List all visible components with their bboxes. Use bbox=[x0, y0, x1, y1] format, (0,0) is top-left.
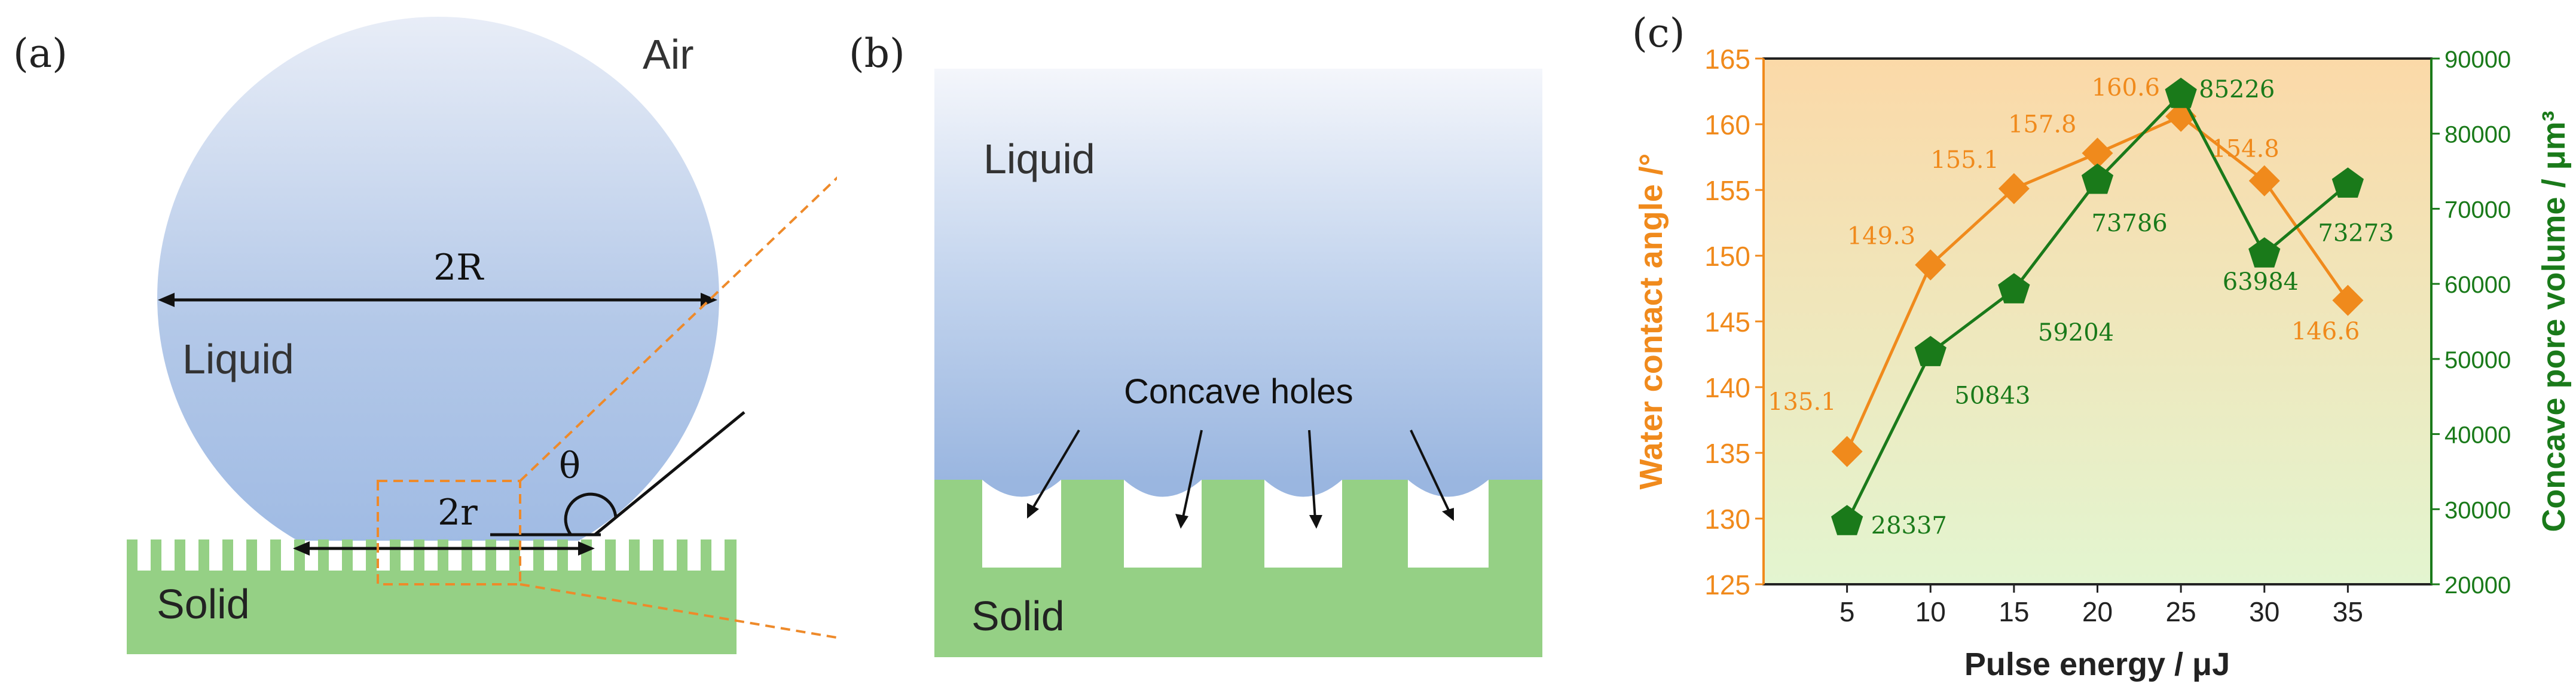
data-label-right: 63984 bbox=[2223, 268, 2299, 296]
y-axis-right-label: Concave pore volume / μm³ bbox=[2536, 111, 2572, 532]
x-tick-label: 30 bbox=[2249, 596, 2279, 627]
angle-arc bbox=[564, 492, 618, 536]
y-right-tick-label: 40000 bbox=[2444, 422, 2511, 449]
solid-label-a: Solid bbox=[157, 581, 250, 627]
y-right-tick-label: 60000 bbox=[2444, 272, 2511, 298]
data-point-pentagon bbox=[1914, 336, 1946, 366]
liquid-label-b: Liquid bbox=[983, 136, 1095, 182]
tangent-line bbox=[594, 411, 745, 536]
x-tick-label: 25 bbox=[2166, 596, 2196, 627]
hole-arrows bbox=[1027, 429, 1454, 529]
panel-b: (b) Liquid Solid Concave holes bbox=[837, 0, 1584, 699]
menisci bbox=[982, 480, 1489, 497]
data-point-diamond bbox=[1831, 436, 1863, 467]
y-right-tick-label: 90000 bbox=[2444, 47, 2511, 73]
y-right-tick-label: 30000 bbox=[2444, 497, 2511, 523]
x-tick-label: 20 bbox=[2082, 596, 2113, 627]
y-left-tick-label: 145 bbox=[1704, 306, 1750, 338]
data-label-left: 157.8 bbox=[2008, 111, 2077, 138]
liquid-region bbox=[934, 69, 1542, 480]
data-point-pentagon bbox=[2331, 167, 2364, 198]
data-label-right: 85226 bbox=[2199, 76, 2275, 103]
x-tick-label: 10 bbox=[1915, 596, 1946, 627]
data-label-left: 135.1 bbox=[1768, 388, 1836, 416]
data-point-pentagon bbox=[2081, 163, 2114, 194]
data-label-right: 50843 bbox=[1954, 382, 2030, 409]
data-point-diamond bbox=[2248, 165, 2280, 197]
y-left-tick-label: 155 bbox=[1704, 175, 1750, 206]
panel-a-diagram: (a) Air Solid Liquid bbox=[13, 17, 837, 654]
zoom-line-top bbox=[519, 176, 837, 482]
liquid-label-a: Liquid bbox=[182, 336, 294, 382]
y-left-tick-label: 135 bbox=[1704, 438, 1750, 469]
dual-axis-line-chart: (c) 125130135140145150155160165200003000… bbox=[1632, 10, 2572, 682]
panel-a: (a) Air Solid Liquid bbox=[0, 0, 837, 699]
x-tick-label: 35 bbox=[2333, 596, 2363, 627]
contact-label: 2r bbox=[438, 492, 478, 534]
data-point-pentagon bbox=[2248, 237, 2281, 268]
data-point-pentagon bbox=[1831, 505, 1863, 535]
solid-label-b: Solid bbox=[971, 593, 1065, 639]
data-point-diamond bbox=[2082, 137, 2113, 169]
contact-arrow bbox=[293, 533, 601, 556]
panel-a-label: (a) bbox=[13, 30, 68, 76]
data-point-pentagon bbox=[1998, 273, 2030, 303]
x-tick-label: 5 bbox=[1839, 596, 1855, 627]
solid-substrate bbox=[127, 539, 737, 654]
solid-block bbox=[934, 480, 1542, 657]
y-left-tick-label: 130 bbox=[1704, 504, 1750, 535]
data-point-diamond bbox=[2332, 284, 2364, 316]
data-point-diamond bbox=[1915, 249, 1946, 281]
data-label-right: 28337 bbox=[1871, 512, 1947, 539]
panel-c-label: (c) bbox=[1632, 10, 1685, 56]
data-point-pentagon bbox=[2165, 78, 2197, 108]
air-label: Air bbox=[643, 31, 694, 78]
data-label-left: 146.6 bbox=[2291, 318, 2360, 345]
zoom-line-bottom bbox=[520, 583, 837, 639]
data-point-diamond bbox=[1998, 173, 2030, 204]
angle-label: θ bbox=[559, 445, 580, 487]
data-label-left: 149.3 bbox=[1847, 222, 1916, 250]
data-label-left: 160.6 bbox=[2092, 74, 2161, 102]
y-right-tick-label: 80000 bbox=[2444, 122, 2511, 148]
y-left-tick-label: 125 bbox=[1704, 569, 1750, 600]
panel-b-diagram: (b) Liquid Solid Concave holes bbox=[849, 30, 1542, 657]
holes-label: Concave holes bbox=[1124, 372, 1353, 411]
y-left-tick-label: 150 bbox=[1704, 241, 1750, 272]
data-label-right: 73786 bbox=[2092, 210, 2168, 237]
y-left-tick-label: 140 bbox=[1704, 372, 1750, 403]
diameter-label: 2R bbox=[433, 247, 484, 289]
data-label-left: 155.1 bbox=[1930, 146, 1999, 174]
y-right-tick-label: 70000 bbox=[2444, 197, 2511, 223]
y-left-tick-label: 160 bbox=[1704, 109, 1750, 140]
y-right-tick-label: 50000 bbox=[2444, 347, 2511, 373]
panel-b-label: (b) bbox=[849, 30, 905, 76]
y-left-tick-label: 165 bbox=[1704, 44, 1750, 75]
y-axis-left-label: Water contact angle /° bbox=[1633, 154, 1669, 490]
y-right-tick-label: 20000 bbox=[2444, 572, 2511, 599]
data-label-right: 59204 bbox=[2038, 319, 2114, 347]
x-tick-label: 15 bbox=[1999, 596, 2029, 627]
data-label-right: 73273 bbox=[2318, 219, 2394, 247]
data-label-left: 154.8 bbox=[2211, 136, 2279, 163]
x-axis-label: Pulse energy / μJ bbox=[1964, 646, 2230, 682]
zoom-box bbox=[377, 480, 521, 585]
droplet bbox=[157, 17, 719, 541]
